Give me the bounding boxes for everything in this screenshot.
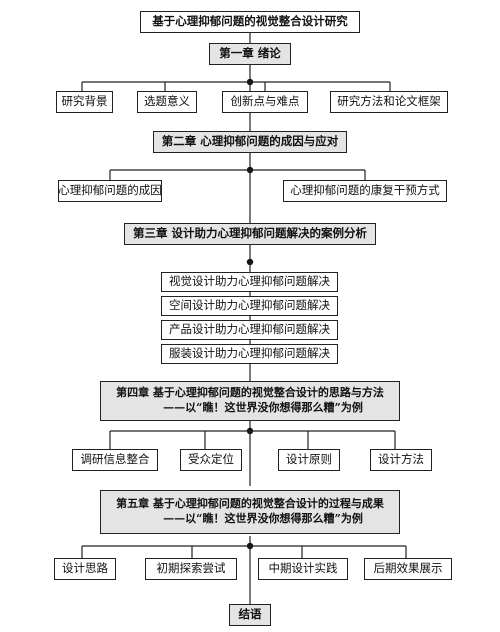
chapter-5-heading-line2: ——以“瞧！这世界没你想得那么糟”为例 [163, 512, 363, 525]
chapter-5-item-late-results: 后期效果展示 [364, 558, 452, 580]
chapter-4-heading-line2: ——以“瞧！这世界没你想得那么糟”为例 [163, 401, 363, 414]
chapter-5-item-design-ideas: 设计思路 [54, 558, 116, 580]
chapter-5-heading: 第五章 基于心理抑郁问题的视觉整合设计的过程与成果 ——以“瞧！这世界没你想得那… [100, 490, 400, 534]
diagram-title: 基于心理抑郁问题的视觉整合设计研究 [152, 14, 348, 29]
diagram-title-box: 基于心理抑郁问题的视觉整合设计研究 [140, 11, 360, 33]
chapter-3-item-space-design: 空间设计助力心理抑郁问题解决 [161, 296, 338, 316]
chapter-3-heading: 第三章 设计助力心理抑郁问题解决的案例分析 [124, 223, 376, 245]
chapter-3-item-product-design: 产品设计助力心理抑郁问题解决 [161, 320, 338, 340]
chapter-3-heading-text: 第三章 设计助力心理抑郁问题解决的案例分析 [132, 226, 367, 241]
chapter-5-item-early-exploration: 初期探索尝试 [145, 558, 237, 580]
chapter-2-item-causes: 心理抑郁问题的成因 [58, 180, 162, 202]
conclusion-box: 结语 [229, 604, 271, 626]
chapter-1-item-topic-significance: 选题意义 [137, 91, 197, 113]
chapter-3-item-fashion-design: 服装设计助力心理抑郁问题解决 [161, 344, 338, 364]
chapter-1-item-methods-framework: 研究方法和论文框架 [330, 91, 448, 113]
chapter-2-item-interventions: 心理抑郁问题的康复干预方式 [283, 180, 447, 202]
conclusion-text: 结语 [238, 607, 262, 622]
chapter-2-heading-text: 第二章 心理抑郁问题的成因与应对 [161, 134, 339, 149]
chapter-4-item-methods: 设计方法 [370, 449, 432, 471]
chapter-1-item-research-background: 研究背景 [56, 91, 113, 113]
chapter-1-heading-text: 第一章 绪论 [219, 46, 281, 61]
chapter-5-heading-line1: 第五章 基于心理抑郁问题的视觉整合设计的过程与成果 [116, 497, 384, 511]
chapter-4-heading-line1: 第四章 基于心理抑郁问题的视觉整合设计的思路与方法 [116, 386, 384, 400]
chapter-2-heading: 第二章 心理抑郁问题的成因与应对 [153, 131, 347, 153]
chapter-3-item-visual-design: 视觉设计助力心理抑郁问题解决 [161, 272, 338, 292]
chapter-4-item-audience: 受众定位 [180, 449, 242, 471]
chapter-4-heading: 第四章 基于心理抑郁问题的视觉整合设计的思路与方法 ——以“瞧！这世界没你想得那… [100, 381, 400, 421]
chapter-4-item-research-integration: 调研信息整合 [72, 449, 158, 471]
chapter-4-item-principles: 设计原则 [278, 449, 340, 471]
chapter-1-heading: 第一章 绪论 [209, 43, 291, 65]
chapter-5-item-mid-practice: 中期设计实践 [258, 558, 348, 580]
chapter-1-item-innovation-difficulty: 创新点与难点 [222, 91, 308, 113]
